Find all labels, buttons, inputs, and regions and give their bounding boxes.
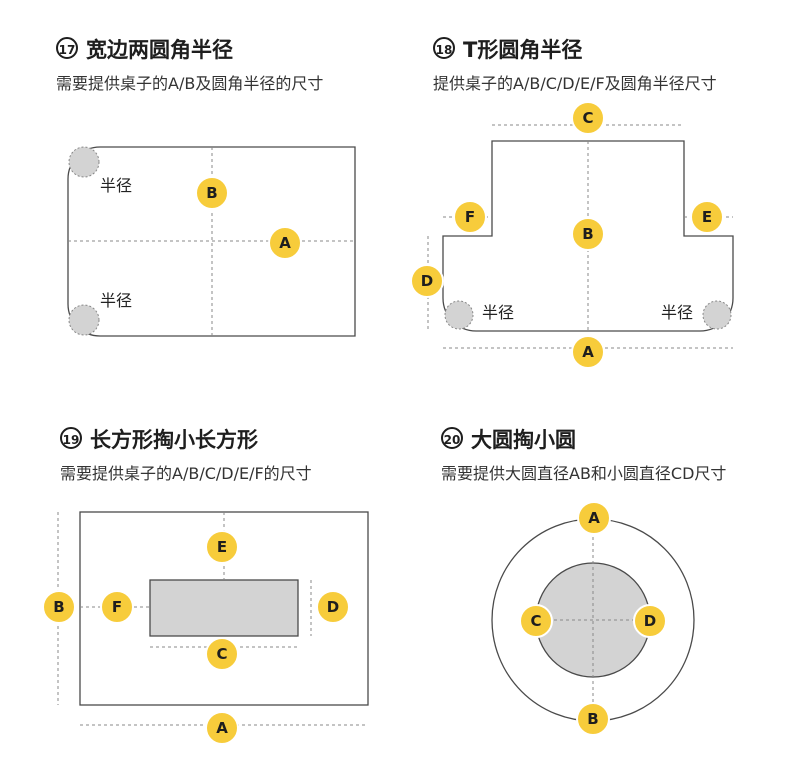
panel-19-title: 19 长方形掏小长方形 [60, 424, 258, 454]
badge-f-19: F [100, 590, 134, 624]
badge-a-17: A [268, 226, 302, 260]
badge-b-19-text: B [53, 598, 64, 616]
badge-b-18-text: B [582, 225, 593, 243]
panel-17-subtitle: 需要提供桌子的A/B及圆角半径的尺寸 [56, 74, 324, 93]
panel-18-subtitle: 提供桌子的A/B/C/D/E/F及圆角半径尺寸 [433, 74, 717, 93]
badge-b-20: B [576, 702, 610, 736]
badge-a-18-text: A [582, 343, 594, 361]
corner-radius-left-18 [444, 300, 474, 330]
badge-a-18: A [571, 335, 605, 369]
panel-17-number: 17 [56, 37, 78, 59]
panel-20-title-text: 大圆掏小圆 [471, 428, 576, 452]
badge-b-17-text: B [206, 184, 217, 202]
badge-a-17-text: A [279, 234, 291, 252]
badge-d-19: D [316, 590, 350, 624]
badge-d-18-text: D [421, 272, 433, 290]
badge-a-20-text: A [588, 509, 600, 527]
panel-19-number: 19 [60, 427, 82, 449]
badge-f-18: F [453, 200, 487, 234]
panel-18-title-text: T形圆角半径 [463, 38, 583, 62]
badge-a-20: A [577, 501, 611, 535]
radius-label-top-17: 半径 [100, 176, 132, 195]
panel-20-number: 20 [441, 427, 463, 449]
diagram-19: E B F D C A [42, 511, 369, 745]
badge-c-19-text: C [216, 645, 227, 663]
badge-d-20-text: D [644, 612, 656, 630]
badge-e-18-text: E [702, 208, 712, 226]
badge-a-19: A [205, 711, 239, 745]
badge-c-18-text: C [582, 109, 593, 127]
badge-e-18: E [690, 200, 724, 234]
badge-e-19: E [205, 530, 239, 564]
badge-c-19: C [205, 637, 239, 671]
corner-radius-right-18 [702, 300, 732, 330]
panel-18-title: 18 T形圆角半径 [433, 34, 582, 64]
badge-d-20: D [633, 604, 667, 638]
badge-c-20: C [519, 604, 553, 638]
panel-20-title: 20 大圆掏小圆 [441, 424, 576, 454]
panel-19-title-text: 长方形掏小长方形 [90, 428, 258, 452]
badge-f-19-text: F [112, 598, 122, 616]
badge-b-19: B [42, 590, 76, 624]
badge-b-17: B [195, 176, 229, 210]
badge-e-19-text: E [217, 538, 227, 556]
badge-f-18-text: F [465, 208, 475, 226]
badge-b-18: B [571, 217, 605, 251]
panel-17-title-text: 宽边两圆角半径 [86, 38, 233, 62]
corner-radius-bottom-17 [68, 304, 100, 336]
diagram-20: A C D B [491, 501, 695, 736]
badge-b-20-text: B [587, 710, 598, 728]
diagram-17: 半径 半径 B A [67, 146, 356, 337]
panel-20-subtitle: 需要提供大圆直径AB和小圆直径CD尺寸 [441, 464, 727, 483]
badge-c-18: C [571, 101, 605, 135]
panel-18-number: 18 [433, 37, 455, 59]
panel-17-title: 17 宽边两圆角半径 [56, 34, 233, 64]
diagram-18: 半径 半径 C F E B D A [410, 101, 734, 369]
badge-d-19-text: D [327, 598, 339, 616]
table-outline-18 [442, 140, 734, 332]
badge-a-19-text: A [216, 719, 228, 737]
panel-19-subtitle: 需要提供桌子的A/B/C/D/E/F的尺寸 [60, 464, 312, 483]
radius-label-bottom-17: 半径 [100, 291, 132, 310]
inner-rect-19 [149, 579, 299, 637]
badge-c-20-text: C [530, 612, 541, 630]
corner-radius-top-17 [68, 146, 100, 178]
radius-label-right-18: 半径 [661, 303, 693, 322]
badge-d-18: D [410, 264, 444, 298]
radius-label-left-18: 半径 [482, 303, 514, 322]
